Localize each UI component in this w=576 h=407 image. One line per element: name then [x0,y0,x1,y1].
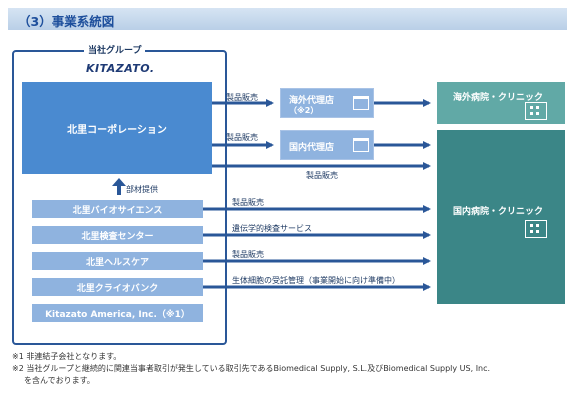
flow-label-bio: 製品販売 [232,198,264,207]
kitazato-logo: KITAZATO. [86,62,155,75]
note-1: ※1 非連結子会社となります。 [12,352,122,361]
subsidiary-cryo-label: 北里クライオバンク [76,283,159,294]
supply-arrow-icon [112,178,126,186]
subsidiary-bio-label: 北里バイオサイエンス [72,205,163,216]
main-company-label: 北里コーポレーション [67,124,167,136]
overseas-agent-note: （※2） [289,106,319,115]
group-label: 当社グループ [84,43,146,56]
main-company-box: 北里コーポレーション [22,82,212,174]
flow-label-health: 製品販売 [232,250,264,259]
note-2: ※2 当社グループと継続的に関連当事者取引が発生している取引先であるBiomed… [12,364,491,373]
section-header: （3）事業系統図 [8,8,567,30]
note-3: を含んでおります。 [24,376,95,385]
supply-arrow-stem [117,185,121,195]
section-title: （3）事業系統図 [18,14,115,29]
store-icon [353,138,369,152]
domestic-hospital-box: 国内病院・クリニック [437,130,565,304]
flow-label-domestic-agent: 製品販売 [226,133,258,142]
hospital-icon [525,220,547,238]
subsidiary-health: 北里ヘルスケア [32,252,203,270]
overseas-agent-label: 海外代理店 [289,96,335,106]
subsidiary-cryo: 北里クライオバンク [32,278,203,296]
store-icon [353,96,369,110]
subsidiary-lab-label: 北里検査センター [81,231,154,242]
domestic-hospital-label: 国内病院・クリニック [453,207,544,217]
overseas-hospital-box: 海外病院・クリニック [437,82,565,124]
subsidiary-bio: 北里バイオサイエンス [32,200,203,218]
subsidiary-america-label: Kitazato America, Inc.（※1） [45,309,190,320]
flow-label-lab: 遺伝学的検査サービス [232,224,312,233]
flow-label-cryo: 生体細胞の受託管理（事業開始に向け準備中） [232,276,400,285]
overseas-agent-box: 海外代理店 （※2） [280,88,374,118]
overseas-hospital-label: 海外病院・クリニック [453,93,544,103]
flow-label-overseas-agent: 製品販売 [226,93,258,102]
domestic-agent-label: 国内代理店 [289,143,335,153]
domestic-agent-box: 国内代理店 [280,130,374,160]
subsidiary-lab: 北里検査センター [32,226,203,244]
subsidiary-america: Kitazato America, Inc.（※1） [32,304,203,322]
subsidiary-health-label: 北里ヘルスケア [85,257,149,268]
hospital-icon [525,102,547,120]
flow-label-direct-domestic: 製品販売 [306,171,338,180]
supply-label: 部材提供 [126,185,158,194]
